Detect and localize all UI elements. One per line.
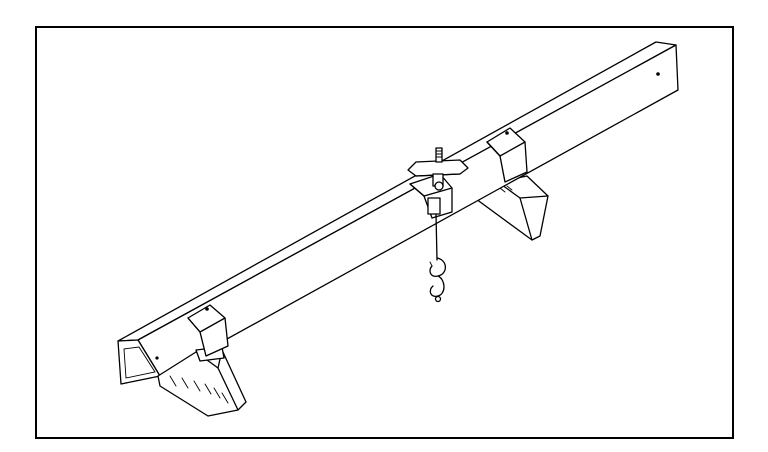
beam-clamp-right-icon [486, 127, 528, 183]
lifting-hook-icon [429, 257, 447, 303]
t-handle-screw-icon [407, 147, 469, 191]
beam-clamp-left-icon [187, 304, 229, 357]
